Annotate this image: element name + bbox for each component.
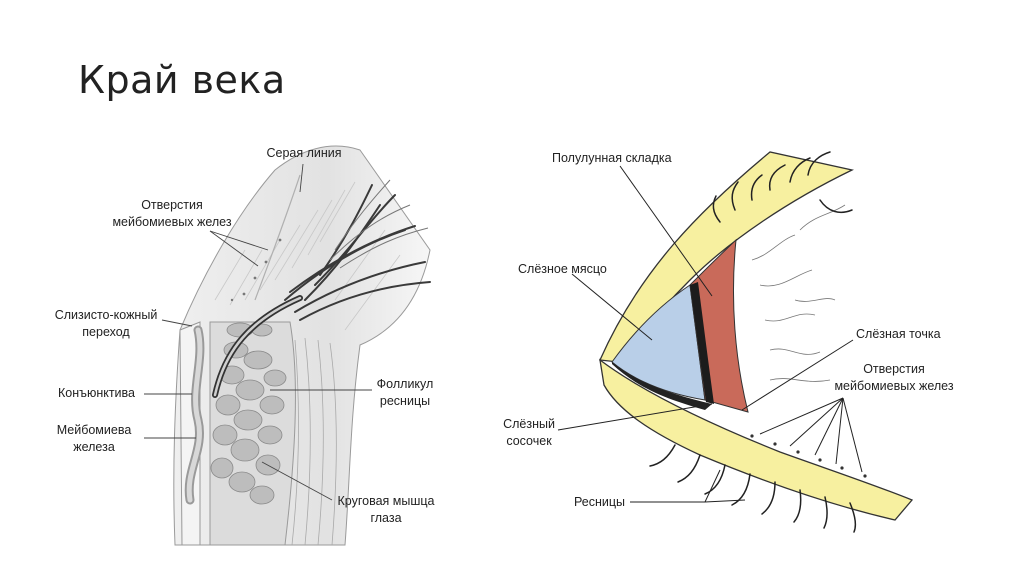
label-meibomian-openings-left-line2: мейбомиевых желез bbox=[112, 215, 232, 229]
label-meibomian-openings-right-line2: мейбомиевых желез bbox=[834, 379, 954, 393]
label-meibomian-openings-right: Отверстия мейбомиевых желез bbox=[818, 361, 970, 395]
conjunctival-vessels bbox=[751, 204, 846, 382]
label-gray-line: Серая линия bbox=[266, 146, 342, 160]
plica-dark-edge bbox=[690, 282, 714, 404]
gray-line-streak bbox=[254, 174, 301, 301]
label-meibomian-openings-right-line1: Отверстия bbox=[863, 362, 925, 376]
label-meibomian-openings-left-line1: Отверстия bbox=[141, 198, 203, 212]
label-lacrimal-punctum: Слёзная точка bbox=[856, 327, 941, 341]
label-mucocutaneous-junction: Слизисто-кожный переход bbox=[48, 307, 164, 341]
label-lacrimal-caruncle: Слёзное мясцо bbox=[518, 262, 607, 276]
label-eyelash-follicle: Фолликул ресницы bbox=[372, 376, 438, 410]
lower-eyelashes bbox=[649, 444, 857, 533]
right-leader-lines bbox=[557, 165, 863, 503]
label-follicle-line2: ресницы bbox=[379, 394, 431, 408]
label-conjunctiva: Конъюнктива bbox=[58, 386, 135, 400]
label-orbicularis-line1: Круговая мышца bbox=[337, 494, 435, 508]
label-meibomian-gland-line2: железа bbox=[73, 440, 115, 454]
label-papilla-line2: сосочек bbox=[506, 434, 552, 448]
meibomian-lobules bbox=[210, 322, 287, 505]
label-meibomian-openings-left: Отверстия мейбомиевых желез bbox=[105, 197, 239, 231]
label-plica-semilunaris: Полулунная складка bbox=[552, 151, 672, 165]
label-orbicularis-muscle: Круговая мышца глаза bbox=[328, 493, 444, 527]
label-eyelashes: Ресницы bbox=[574, 495, 626, 509]
label-lacrimal-papilla: Слёзный сосочек bbox=[496, 416, 562, 450]
eyelash-fine-strokes bbox=[329, 179, 429, 269]
label-meibomian-gland-line1: Мейбомиева bbox=[56, 423, 132, 437]
upper-eyelashes bbox=[712, 151, 853, 223]
label-mucocutaneous-line2: переход bbox=[82, 325, 130, 339]
label-papilla-line1: Слёзный bbox=[503, 417, 555, 431]
label-follicle-line1: Фолликул bbox=[376, 377, 434, 391]
lower-lid-margin bbox=[599, 358, 914, 521]
label-mucocutaneous-line1: Слизисто-кожный bbox=[54, 308, 158, 322]
eyelashes bbox=[284, 184, 431, 321]
meibomian-openings-dots-right bbox=[750, 434, 867, 478]
slide-title: Край века bbox=[78, 58, 286, 102]
label-meibomian-gland: Мейбомиева железа bbox=[46, 422, 142, 456]
orbicularis-muscle-fibers bbox=[291, 337, 337, 546]
meibomian-openings-dots bbox=[230, 238, 282, 302]
label-orbicularis-line2: глаза bbox=[370, 511, 402, 525]
left-leader-lines bbox=[144, 163, 372, 501]
